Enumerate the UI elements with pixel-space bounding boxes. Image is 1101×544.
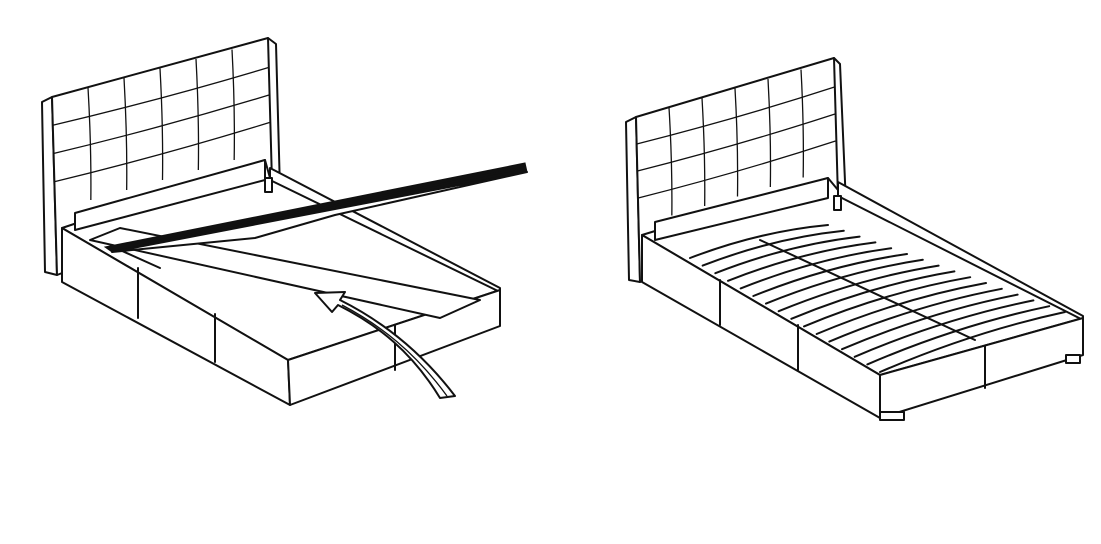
slat bbox=[689, 224, 829, 259]
tuft-seam bbox=[54, 121, 270, 183]
slat bbox=[727, 241, 877, 282]
center-rail bbox=[759, 239, 976, 341]
lifted-storage-platform bbox=[103, 162, 528, 253]
tuft-seam bbox=[668, 107, 673, 216]
slat bbox=[752, 253, 908, 297]
tuft-seam bbox=[52, 66, 269, 126]
slatted-base bbox=[689, 224, 1066, 373]
tuft-seam bbox=[87, 87, 92, 201]
slat bbox=[790, 270, 956, 320]
slat bbox=[879, 311, 1066, 373]
tuft-seam bbox=[636, 86, 835, 145]
slat bbox=[701, 229, 845, 267]
right-frame bbox=[641, 177, 1084, 421]
slat bbox=[815, 282, 987, 335]
tuft-seam bbox=[638, 140, 836, 199]
tuft-seam bbox=[637, 113, 836, 172]
slat bbox=[841, 293, 1019, 351]
lift-arrow-icon bbox=[314, 291, 456, 399]
slat bbox=[739, 247, 893, 290]
slat bbox=[803, 276, 972, 328]
right-bed-illustration bbox=[625, 57, 1084, 421]
slat bbox=[765, 258, 924, 305]
slat bbox=[853, 299, 1035, 358]
left-frame bbox=[61, 159, 501, 406]
slat bbox=[828, 287, 1003, 343]
slat bbox=[777, 264, 940, 313]
tuft-seam bbox=[800, 69, 805, 178]
tuft-seam bbox=[53, 94, 270, 155]
slat bbox=[714, 235, 861, 275]
left-bed-illustration bbox=[41, 37, 528, 406]
tuft-seam bbox=[231, 49, 236, 161]
slat bbox=[866, 305, 1051, 366]
